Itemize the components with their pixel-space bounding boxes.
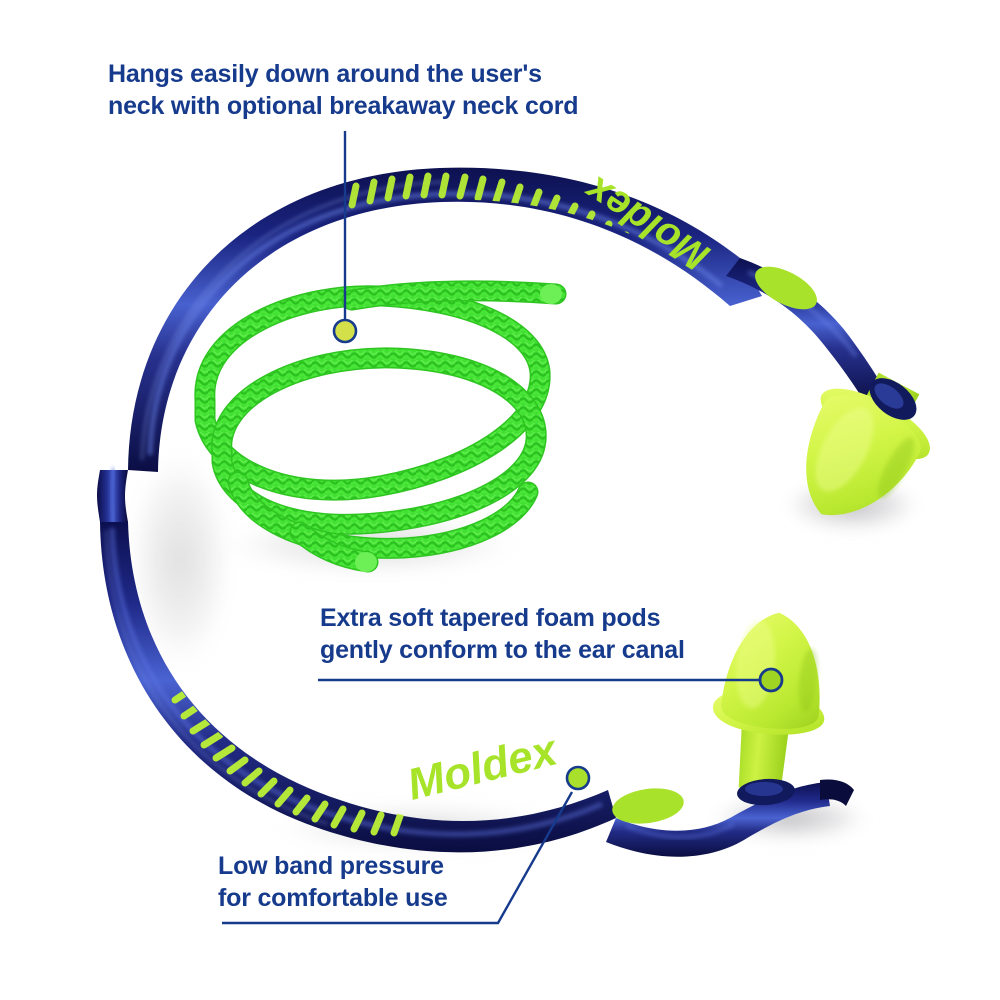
band-lower-highlight — [109, 527, 603, 837]
callout-text-neck-cord: Hangs easily down around the user's neck… — [108, 60, 579, 120]
annotation-markers — [332, 318, 784, 791]
cord-tip-right — [540, 284, 562, 304]
band-upper-arm — [128, 167, 762, 472]
cord-tip-left — [355, 552, 377, 572]
marker-neck-cord — [332, 318, 358, 344]
shadow-band-left — [122, 440, 238, 680]
brand-logo-bottom-text: Moldex — [403, 725, 563, 810]
callout-text-foam-pods: Extra soft tapered foam pods gently conf… — [320, 604, 685, 664]
brand-logo-bottom: Moldex — [403, 725, 563, 810]
band-upper-highlight — [147, 191, 724, 456]
marker-band-pressure — [565, 765, 591, 791]
neck-cord — [194, 280, 567, 573]
marker-foam-pods — [758, 667, 784, 693]
leader-line-band-pressure — [222, 791, 574, 925]
foam-pod-lower — [713, 612, 825, 792]
band-left-highlight — [108, 467, 117, 525]
annotation-leaders — [222, 131, 759, 925]
callout-text-band-pressure: Low band pressure for comfortable use — [218, 852, 448, 912]
